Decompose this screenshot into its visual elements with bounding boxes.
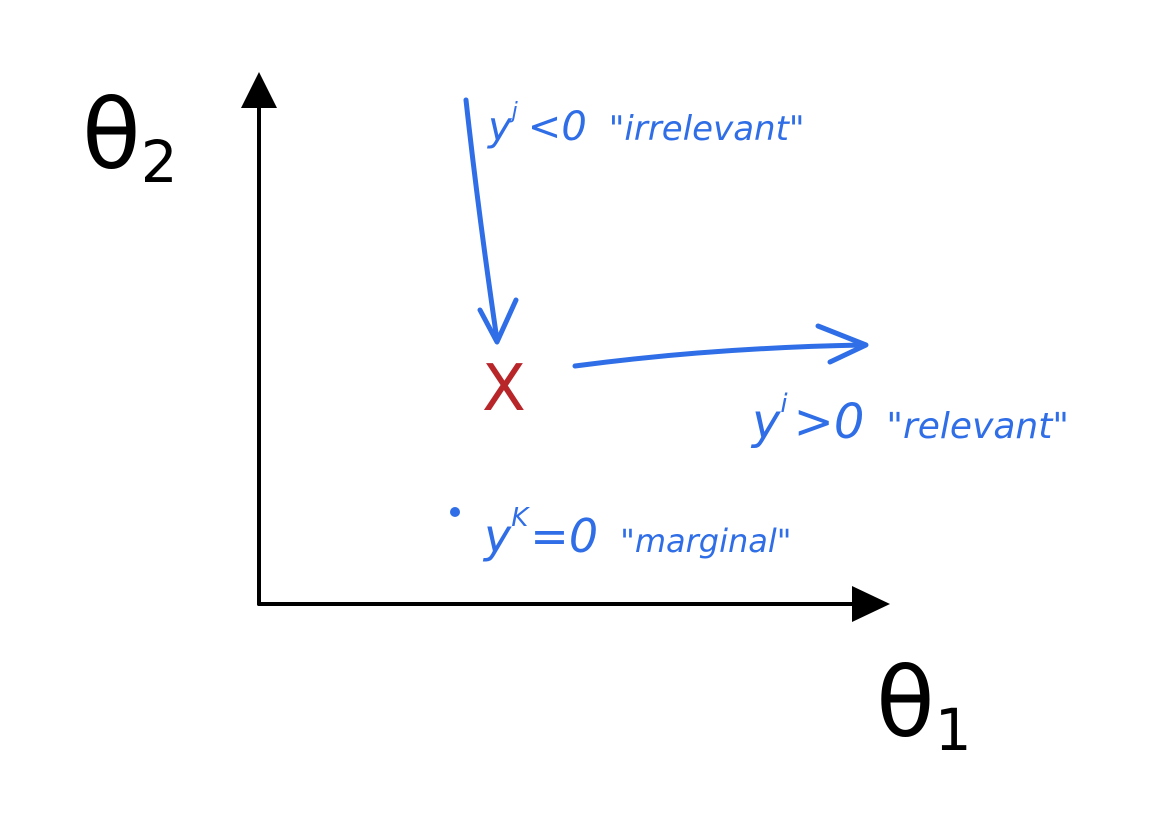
- marginal-rel: =0: [530, 509, 598, 563]
- marginal-note: "marginal": [620, 522, 791, 560]
- marginal-point: [450, 507, 460, 517]
- irrelevant-annotation: yj <0 "irrelevant": [487, 99, 805, 150]
- x-axis-label: θ1: [876, 647, 972, 764]
- irrelevant-sup: j: [509, 99, 519, 124]
- relevant-sup: i: [780, 389, 788, 419]
- relevant-var: y: [750, 394, 781, 450]
- x-axis-arrowhead: [852, 586, 890, 622]
- relevant-annotation: yi>0 "relevant": [750, 389, 1069, 450]
- marginal-sup: K: [511, 503, 530, 533]
- relevant-arrow: [572, 342, 865, 369]
- point-marker: X: [482, 352, 526, 426]
- relevant-note: "relevant": [886, 406, 1069, 447]
- y-axis-label: θ2: [82, 79, 178, 196]
- irrelevant-rel: <0: [528, 104, 587, 150]
- relevant-arrowhead: [815, 323, 869, 365]
- irrelevant-note: "irrelevant": [609, 109, 805, 149]
- marginal-annotation: yK=0 "marginal": [482, 503, 791, 563]
- irrelevant-arrowhead: [477, 297, 519, 345]
- marginal-var: y: [482, 509, 512, 563]
- irrelevant-arrow: [463, 97, 500, 343]
- y-axis-arrowhead: [241, 72, 277, 108]
- relevant-rel: >0: [794, 394, 865, 450]
- irrelevant-var: y: [487, 104, 513, 150]
